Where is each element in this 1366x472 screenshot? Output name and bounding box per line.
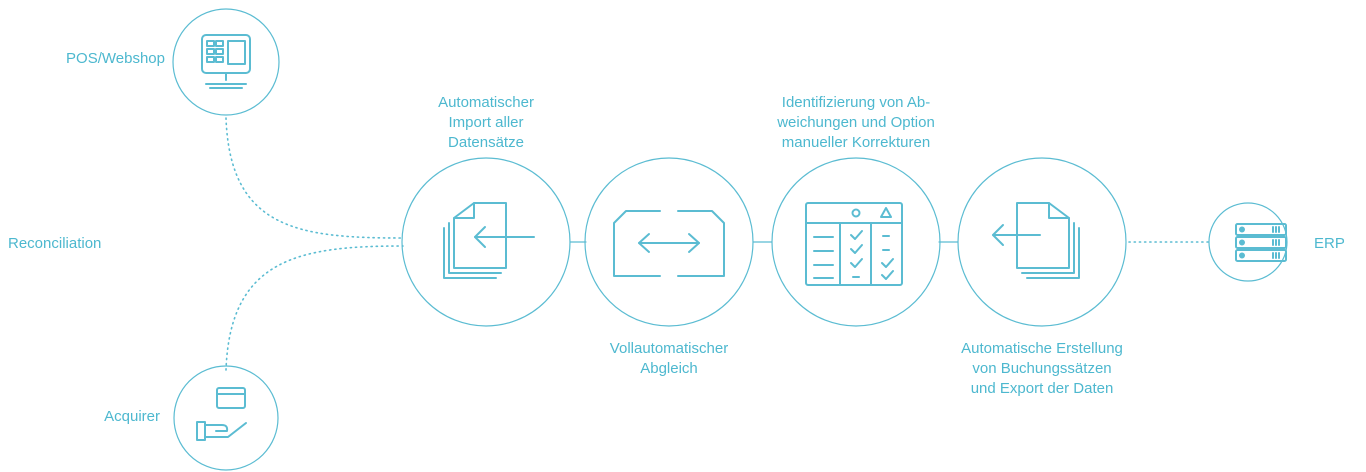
checklist-table-icon	[805, 202, 903, 286]
reconciliation-label: Reconciliation	[8, 235, 102, 252]
caption-line: Identifizierung von Ab-	[781, 94, 931, 111]
step-checklist-caption: Identifizierung von Ab- weichungen und O…	[746, 93, 966, 153]
acquirer-connector	[225, 245, 404, 371]
step-import-caption: Automatischer Import aller Datensätze	[396, 93, 576, 153]
caption-line: und Export der Daten	[970, 380, 1114, 397]
step-export-caption: Automatische Erstellung von Buchungssätz…	[922, 339, 1162, 399]
export-documents-icon	[992, 202, 1080, 279]
step-import-node	[401, 157, 571, 327]
match-arrows-icon	[613, 210, 725, 277]
erp-node	[1208, 202, 1288, 282]
acquirer-label: Acquirer	[104, 408, 160, 425]
caption-line: manueller Korrekturen	[781, 134, 931, 151]
step-checklist-node	[771, 157, 941, 327]
caption-line: weichungen und Option	[777, 114, 935, 131]
caption-line: von Buchungssätzen	[972, 360, 1112, 377]
pos-terminal-icon	[201, 34, 251, 89]
pos-label: POS/Webshop	[66, 50, 165, 67]
caption-line: Automatische Erstellung	[961, 340, 1123, 357]
caption-line: Import aller	[448, 114, 524, 131]
erp-label: ERP	[1314, 235, 1345, 252]
caption-line: Datensätze	[448, 134, 524, 151]
acquirer-node	[173, 365, 279, 471]
step-match-caption: Vollautomatischer Abgleich	[579, 339, 759, 379]
step-match-node	[584, 157, 754, 327]
caption-line: Abgleich	[640, 360, 698, 377]
card-hand-icon	[196, 387, 247, 441]
pos-node	[172, 8, 280, 116]
import-documents-icon	[443, 202, 535, 279]
server-icon	[1235, 223, 1287, 262]
caption-line: Vollautomatischer	[609, 340, 729, 357]
step-export-node	[957, 157, 1127, 327]
pos-connector	[225, 117, 404, 239]
caption-line: Automatischer	[438, 94, 534, 111]
